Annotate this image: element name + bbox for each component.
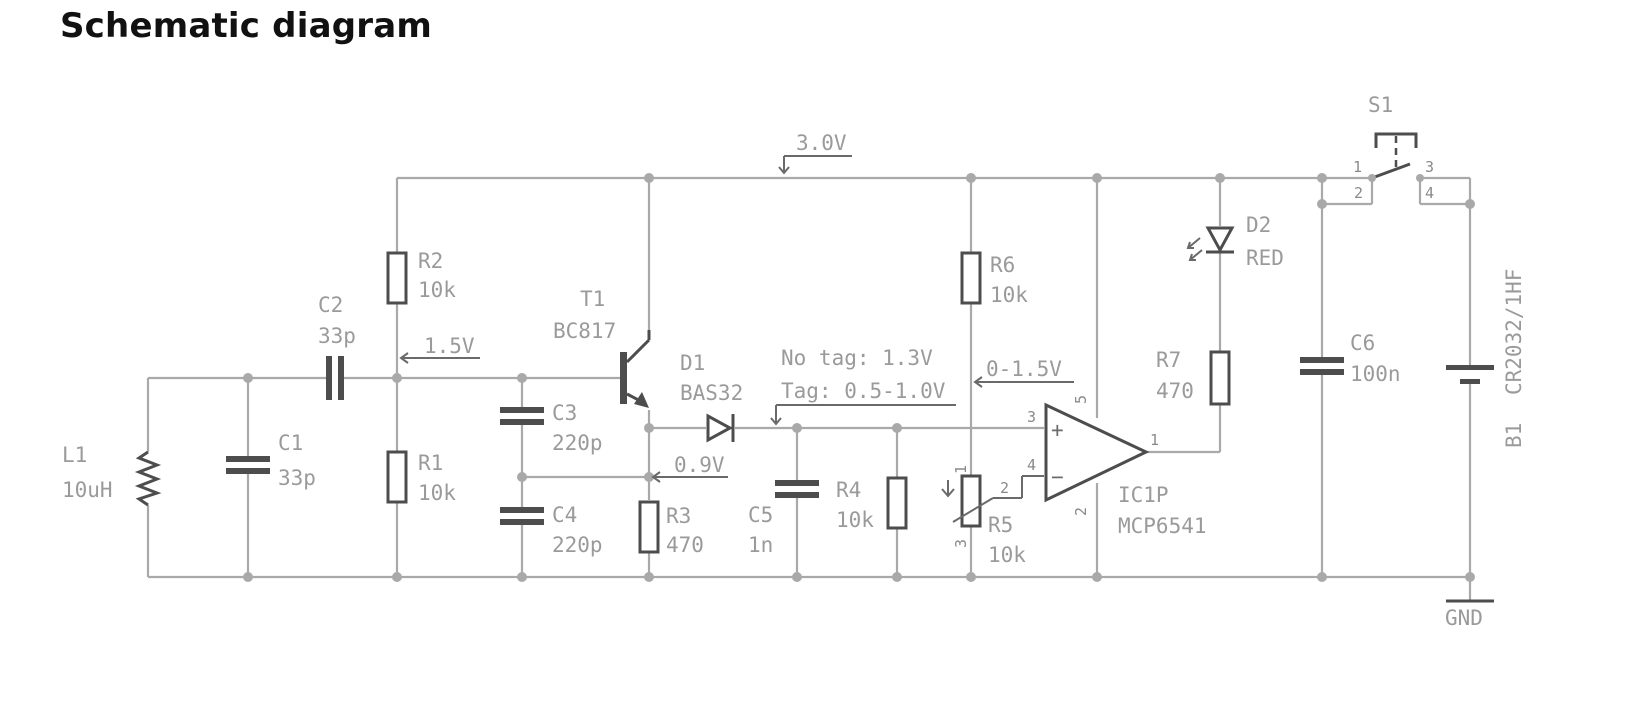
s1-ref: S1 (1368, 93, 1393, 117)
r5-value: 10k (988, 543, 1026, 567)
r5-pin-bottom: 3 (952, 539, 970, 548)
r6-ref: R6 (990, 253, 1015, 277)
annotation-1v5-label: 1.5V (424, 334, 475, 358)
resistor-r1 (386, 450, 408, 504)
r5-pin-wiper: 2 (1000, 479, 1009, 497)
annotation-0v9 (651, 471, 728, 483)
s1-pin-4: 4 (1425, 184, 1434, 202)
capacitor-c2 (326, 356, 344, 400)
resistor-r2 (386, 251, 408, 305)
r1-ref: R1 (418, 451, 443, 475)
annotation-0v9-label: 0.9V (674, 453, 725, 477)
annotation-3v0 (778, 155, 852, 175)
capacitor-c4 (500, 507, 544, 525)
c3-ref: C3 (552, 401, 577, 425)
r3-ref: R3 (666, 504, 691, 528)
b1-value: CR2032/1HF (1502, 269, 1526, 395)
r4-value: 10k (836, 508, 874, 532)
page-title: Schematic diagram (60, 6, 432, 46)
l1-ref: L1 (62, 443, 87, 467)
opamp-ic1 (1044, 402, 1150, 503)
c2-ref: C2 (318, 293, 343, 317)
transistor-t1 (620, 330, 651, 408)
resistor-r4 (886, 476, 908, 530)
potentiometer-r5 (941, 474, 1044, 528)
annotation-ref-range (973, 376, 1074, 388)
capacitor-c3 (500, 407, 544, 425)
d2-ref: D2 (1246, 213, 1271, 237)
t1-value: BC817 (553, 319, 616, 343)
diode-d1 (706, 413, 735, 443)
opamp-pin-3: 3 (1027, 408, 1036, 426)
c4-value: 220p (552, 533, 603, 557)
annotation-tag (770, 404, 956, 426)
annotation-tag-label: Tag: 0.5-1.0V (781, 379, 946, 403)
annotation-ref-range-label: 0-1.5V (986, 357, 1062, 381)
capacitor-c5 (775, 480, 819, 498)
c1-ref: C1 (278, 431, 303, 455)
d1-ref: D1 (680, 351, 705, 375)
c2-value: 33p (318, 324, 356, 348)
t1-ref: T1 (580, 287, 605, 311)
led-d2 (1186, 226, 1235, 261)
s1-pin-3: 3 (1425, 158, 1434, 176)
d2-value: RED (1246, 246, 1284, 270)
opamp-pin-2: 2 (1072, 507, 1090, 516)
r5-ref: R5 (988, 513, 1013, 537)
battery-b1 (1446, 365, 1494, 384)
opamp-minus-sign: − (1051, 465, 1064, 489)
r6-value: 10k (990, 283, 1028, 307)
ic1-value: MCP6541 (1118, 514, 1207, 538)
resistor-r7 (1209, 350, 1231, 406)
gnd-label: GND (1445, 606, 1483, 630)
d1-value: BAS32 (680, 381, 743, 405)
c6-ref: C6 (1350, 331, 1375, 355)
c4-ref: C4 (552, 503, 577, 527)
opamp-pin-1: 1 (1150, 431, 1159, 449)
r5-pin-top: 1 (952, 465, 970, 474)
annotation-no-tag-label: No tag: 1.3V (781, 346, 933, 370)
inductor-l1 (134, 450, 162, 507)
c6-value: 100n (1350, 362, 1401, 386)
r2-ref: R2 (418, 249, 443, 273)
ic1-ref: IC1P (1118, 483, 1169, 507)
opamp-pin-4: 4 (1027, 456, 1036, 474)
l1-value: 10uH (62, 478, 113, 502)
c1-value: 33p (278, 466, 316, 490)
r7-ref: R7 (1156, 348, 1181, 372)
annotation-1v5 (399, 352, 480, 364)
s1-pin-1: 1 (1353, 158, 1362, 176)
opamp-plus-sign: + (1051, 418, 1064, 442)
junction-dots (243, 173, 1475, 582)
resistor-r3 (638, 500, 660, 554)
resistor-r6 (960, 251, 982, 305)
annotation-3v0-label: 3.0V (796, 131, 847, 155)
r1-value: 10k (418, 481, 456, 505)
capacitor-c1 (226, 456, 270, 474)
r3-value: 470 (666, 533, 704, 557)
switch-s1 (1368, 132, 1424, 182)
c3-value: 220p (552, 431, 603, 455)
r2-value: 10k (418, 278, 456, 302)
opamp-pin-5: 5 (1072, 395, 1090, 404)
r4-ref: R4 (836, 478, 861, 502)
s1-pin-2: 2 (1354, 184, 1363, 202)
r7-value: 470 (1156, 379, 1194, 403)
capacitor-c6 (1300, 357, 1344, 375)
b1-ref: B1 (1502, 423, 1526, 448)
c5-ref: C5 (748, 503, 773, 527)
c5-value: 1n (748, 533, 773, 557)
